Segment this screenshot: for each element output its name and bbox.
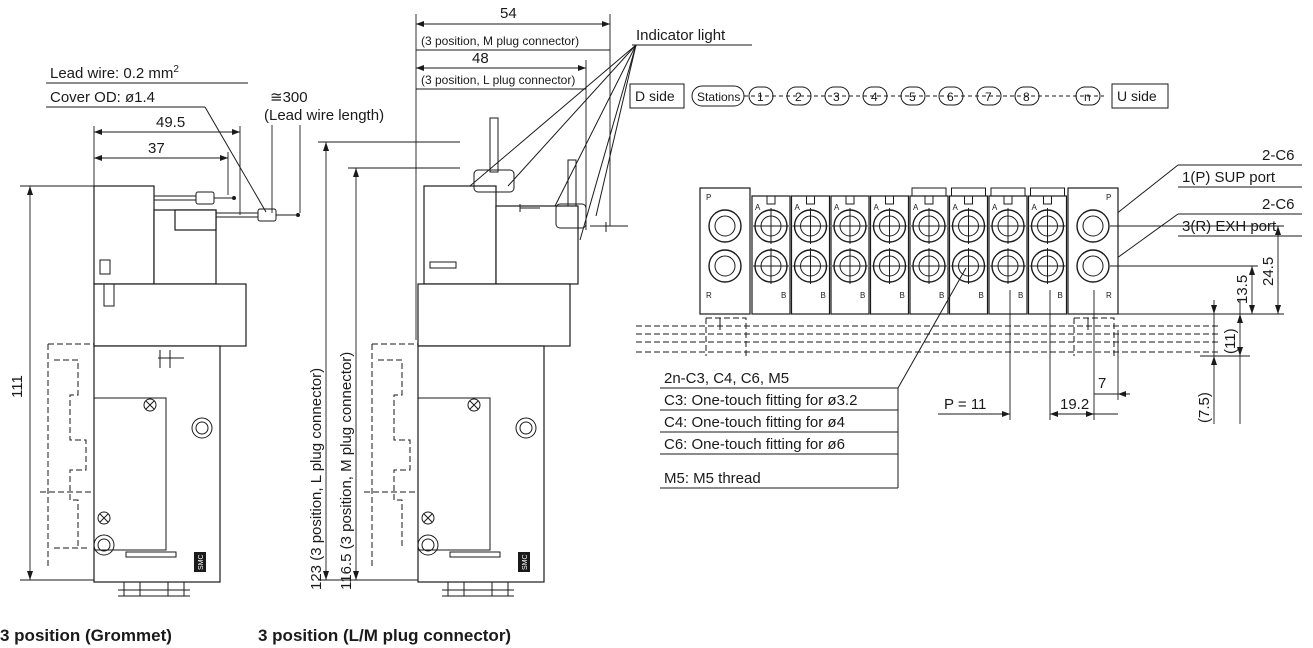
station-tab: [766, 195, 776, 205]
svg-text:P: P: [706, 193, 711, 202]
svg-text:n: n: [1084, 90, 1091, 104]
station-connector: [1030, 187, 1065, 197]
port-a-label: A: [795, 203, 801, 212]
fitting-line-2: C4: One-touch fitting for ø4: [664, 414, 845, 431]
dim-54: 54: [500, 5, 517, 22]
indicator-light-label: Indicator light: [636, 27, 726, 44]
dim-37: 37: [148, 140, 165, 157]
dim-48-note: (3 position, L plug connector): [421, 73, 575, 87]
d-side-label: D side: [635, 88, 675, 104]
dim-13-5: 13.5: [1234, 275, 1251, 304]
dim-48: 48: [472, 50, 489, 67]
fitting-line-1: C3: One-touch fitting for ø3.2: [664, 392, 857, 409]
station-connector: [951, 187, 986, 197]
port-b-label: B: [821, 291, 826, 300]
u-side-label: U side: [1117, 88, 1157, 104]
fitting-line-4: M5: M5 thread: [664, 470, 761, 487]
stations-label: Stations: [697, 90, 740, 104]
station-tab: [845, 195, 855, 205]
port-a-label: A: [755, 203, 761, 212]
port-b-label: B: [860, 291, 865, 300]
svg-text:P: P: [1106, 193, 1111, 202]
fittings-legend: 2n-C3, C4, C6, M5 C3: One-touch fitting …: [660, 267, 967, 489]
dim-7: 7: [1098, 375, 1106, 392]
svg-text:7: 7: [985, 90, 992, 104]
manifold-dims: 24.5 13.5 (11) (7.5) P = 11 19.2 7: [636, 225, 1284, 424]
lead-length-value: ≅300: [270, 89, 308, 106]
port-b-label: B: [781, 291, 786, 300]
dim-11: (11): [1222, 328, 1239, 354]
manifold-stations: A B A B A B A B A B A B A B A B: [751, 187, 1068, 315]
station-connector: [990, 187, 1026, 197]
dim-54-note: (3 position, M plug connector): [421, 34, 579, 48]
svg-text:3: 3: [833, 90, 840, 104]
plug-caption: 3 position (L/M plug connector): [258, 626, 511, 645]
port-a-label: A: [992, 203, 998, 212]
dim-19-2: 19.2: [1060, 396, 1089, 413]
port-a-label: A: [1032, 203, 1038, 212]
dim-111: 111: [9, 375, 26, 398]
dim-116-5: 116.5 (3 position, M plug connector): [338, 352, 355, 590]
port-a-label: A: [913, 203, 919, 212]
smc-logo-left: SMC: [198, 554, 205, 570]
cover-od-label: Cover OD: ø1.4: [50, 89, 155, 106]
dim-49-5: 49.5: [156, 114, 185, 131]
smc-logo-middle: SMC: [522, 554, 529, 570]
port-b-label: B: [1058, 291, 1063, 300]
port-a-label: A: [953, 203, 959, 212]
dim-123: 123 (3 position, L plug connector): [308, 368, 325, 590]
port-a-label: A: [874, 203, 880, 212]
fitting-line-0: 2n-C3, C4, C6, M5: [664, 370, 789, 387]
port-b-label: B: [979, 291, 984, 300]
port-b-label: B: [939, 291, 944, 300]
station-tab: [885, 195, 894, 205]
sup-port-label: 1(P) SUP port: [1182, 169, 1276, 186]
station-connector: [911, 187, 947, 197]
grommet-caption: 3 position (Grommet): [0, 626, 172, 645]
exh-port-spec: 2-C6: [1262, 196, 1295, 213]
svg-text:6: 6: [947, 90, 954, 104]
svg-text:4: 4: [871, 90, 878, 104]
svg-text:R: R: [706, 291, 712, 300]
lead-wire-label: Lead wire: 0.2 mm2: [50, 64, 179, 82]
grommet-view: Lead wire: 0.2 mm2 Cover OD: ø1.4 ≅300 (…: [9, 64, 384, 597]
lead-length-label: (Lead wire length): [264, 107, 384, 124]
port-a-label: A: [834, 203, 840, 212]
fitting-line-3: C6: One-touch fitting for ø6: [664, 436, 845, 453]
svg-text:1: 1: [757, 90, 764, 104]
svg-text:5: 5: [909, 90, 916, 104]
plug-connector-view: 54 (3 position, M plug connector) 48 (3 …: [308, 5, 752, 597]
port-b-label: B: [1018, 291, 1023, 300]
dim-24-5: 24.5: [1260, 257, 1277, 286]
port-b-label: B: [900, 291, 905, 300]
station-bubbles: 1 2 3 4 5 6 7 8 n: [748, 86, 1101, 106]
dim-7-5: (7.5): [1196, 392, 1213, 423]
pitch-label: P = 11: [944, 396, 986, 413]
exh-port-label: 3(R) EXH port: [1182, 218, 1277, 235]
manifold-view: D side Stations 1 2 3 4 5 6 7 8 n U side: [629, 83, 1302, 315]
svg-text:R: R: [1106, 291, 1112, 300]
svg-text:2: 2: [795, 90, 802, 104]
sup-port-spec: 2-C6: [1262, 147, 1295, 164]
station-tab: [806, 195, 815, 205]
svg-text:8: 8: [1023, 90, 1030, 104]
